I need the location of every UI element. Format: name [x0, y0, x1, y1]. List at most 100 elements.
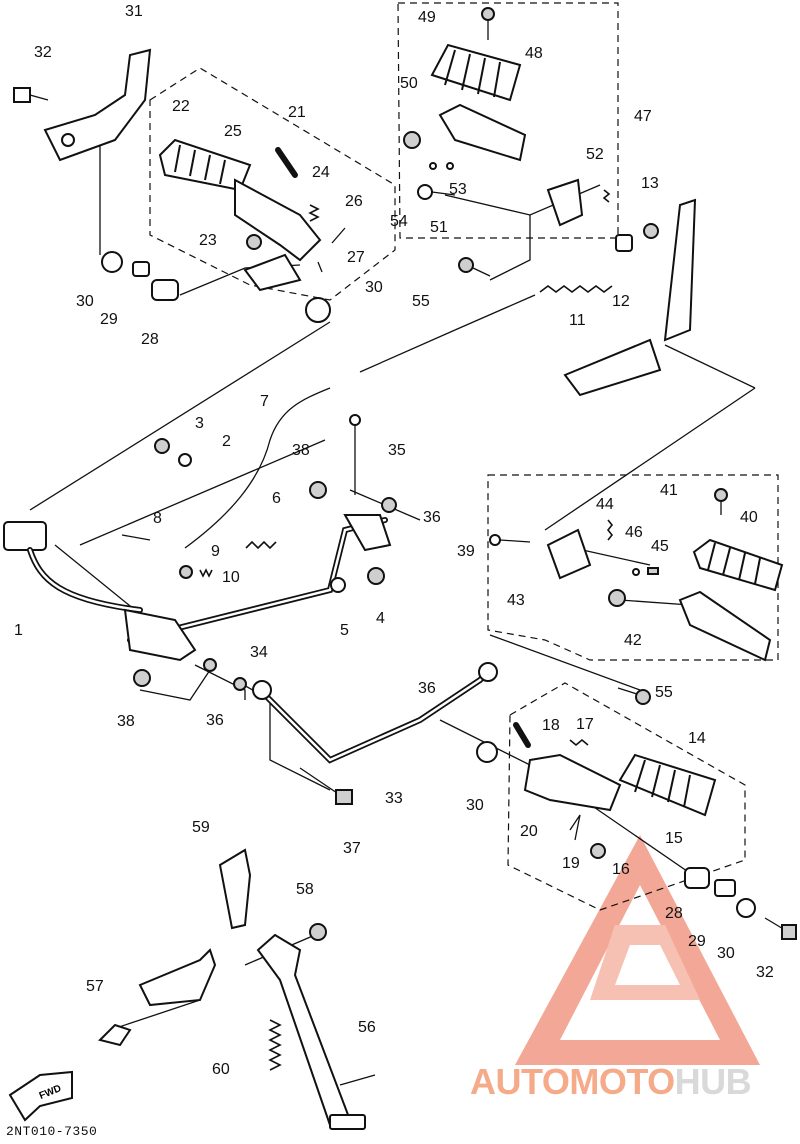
callout: 1 — [14, 622, 23, 639]
part-4-bolt — [367, 567, 385, 585]
part-44-clip — [606, 519, 614, 541]
group-box-21 — [149, 67, 396, 301]
callout: 29 — [688, 933, 706, 950]
callout: 33 — [385, 790, 403, 807]
part-42-footrest — [608, 589, 772, 662]
part-27-pin — [317, 261, 323, 273]
part-12-collar — [615, 234, 633, 252]
callout: 16 — [612, 861, 630, 878]
callout: 58 — [296, 881, 314, 898]
part-5-washer — [330, 577, 346, 593]
callout: 15 — [665, 830, 683, 847]
part-30-washer-b — [305, 297, 331, 323]
part-13-nut — [643, 223, 659, 239]
part-29-collar-b — [714, 879, 736, 897]
part-25-pin — [275, 147, 298, 178]
fwd-arrow-icon: FWD — [8, 1070, 73, 1122]
callout: 11 — [569, 312, 586, 329]
group-box-39 — [487, 474, 779, 661]
part-26-pin — [331, 227, 346, 244]
part-20-clip — [569, 814, 581, 841]
callout: 13 — [641, 175, 659, 192]
part-38-nut-a — [309, 481, 327, 499]
part-50-plate — [403, 131, 421, 149]
part-53-ball — [446, 162, 454, 170]
callout: 50 — [400, 75, 418, 92]
part-37-bolt — [299, 767, 353, 805]
callout: 23 — [199, 232, 217, 249]
callout: 35 — [388, 442, 406, 459]
callout: 38 — [117, 713, 135, 730]
callout: 24 — [312, 164, 330, 181]
watermark-text-part1: AUTOMOTO — [470, 1061, 675, 1102]
callout: 30 — [717, 945, 735, 962]
callout: 5 — [340, 622, 349, 639]
callout: 2 — [222, 433, 231, 450]
callout: 36 — [423, 509, 441, 526]
callout: 52 — [586, 146, 604, 163]
watermark-logo — [515, 835, 760, 1065]
callout: 4 — [376, 610, 385, 627]
part-15-footrest-rubber — [618, 753, 717, 817]
part-2-washer — [178, 453, 192, 467]
callout: 41 — [660, 482, 678, 499]
part-11-spring — [539, 285, 613, 293]
part-16-nut — [590, 843, 606, 859]
watermark-text-part2: HUB — [674, 1061, 752, 1102]
group-box-47 — [397, 2, 619, 239]
assembly-lines — [29, 140, 756, 1031]
callout: 30 — [466, 797, 484, 814]
callout: 17 — [576, 716, 594, 733]
part-24-spring — [308, 204, 320, 222]
part-14-footrest — [523, 753, 622, 812]
callout: 54 — [390, 213, 408, 230]
callout: 3 — [195, 415, 204, 432]
callout: 49 — [418, 9, 436, 26]
part-54-ball — [429, 162, 437, 170]
part-47-footrest — [438, 103, 527, 162]
callout-labels: 1 2 3 4 5 6 7 8 9 10 11 12 13 14 15 16 1… — [14, 3, 774, 1078]
callout: 22 — [172, 98, 190, 115]
callout: 28 — [665, 905, 683, 922]
part-57-switch-bracket — [98, 948, 217, 1047]
callout: 9 — [211, 543, 220, 560]
part-30-washer-d — [736, 898, 756, 918]
callout: 25 — [224, 123, 242, 140]
part-41-bolt — [714, 488, 728, 515]
part-8-bolt — [121, 534, 151, 541]
callout: 20 — [520, 823, 538, 840]
part-36-nut-b — [203, 658, 247, 691]
callout: 7 — [260, 393, 269, 410]
callout: 42 — [624, 632, 642, 649]
callout: 53 — [449, 181, 467, 198]
callout: 40 — [740, 509, 758, 526]
part-45-spring — [647, 567, 659, 575]
part-30-washer-a — [101, 251, 123, 273]
callout: 30 — [365, 279, 383, 296]
callout: 18 — [542, 717, 560, 734]
callout: 44 — [596, 496, 614, 513]
callout: 47 — [634, 108, 652, 125]
callout: 27 — [347, 249, 365, 266]
callout: 30 — [76, 293, 94, 310]
part-56-sidestand — [256, 933, 376, 1130]
part-18-pin — [513, 722, 531, 748]
part-7-brake-cable — [184, 387, 331, 549]
part-52-spring — [602, 189, 611, 203]
part-38-nut-b — [133, 669, 151, 687]
callout: 51 — [430, 219, 448, 236]
part-28-bushing-a — [151, 279, 179, 301]
callout: 55 — [412, 293, 430, 310]
document-code: 2NT010-7350 — [6, 1124, 98, 1139]
callout: 37 — [343, 840, 361, 857]
part-58-nut — [309, 923, 327, 941]
callout: 56 — [358, 1019, 376, 1036]
part-28-bushing-b — [684, 867, 710, 889]
part-35-adjuster — [349, 414, 361, 495]
part-33-frame-bar — [252, 662, 498, 764]
part-29-collar-a — [132, 261, 150, 277]
part-39-bracket — [546, 528, 592, 580]
callout: 39 — [457, 543, 475, 560]
part-55-bolt-a — [458, 257, 491, 277]
